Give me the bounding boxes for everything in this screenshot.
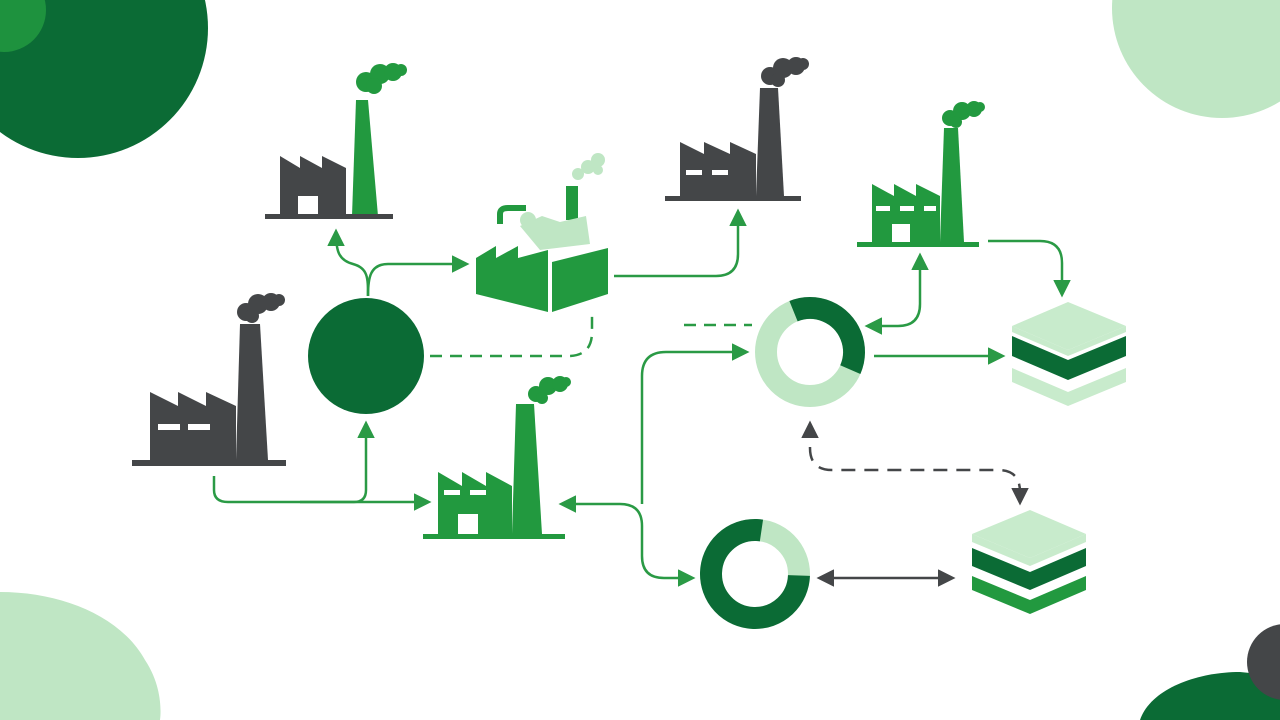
corner-blob-top-right	[1112, 0, 1280, 118]
corner-blob-bottom-left	[0, 592, 161, 720]
stack-1	[1012, 302, 1126, 406]
connector-factory-5-ring-2	[558, 495, 696, 587]
layer-stack-icon	[1012, 368, 1126, 406]
connector-hub-factory-open-dashed	[430, 312, 594, 358]
connector-factory-open-to-factory-2	[614, 208, 747, 278]
factory-4	[857, 101, 985, 247]
smoke-cloud-icon	[528, 376, 571, 404]
stack-2	[972, 510, 1086, 614]
ring-2	[700, 519, 810, 629]
connectors	[212, 208, 1071, 587]
smoke-cloud-icon	[356, 63, 407, 94]
connector-factory-4-to-stack-1	[988, 239, 1071, 298]
connector-hub-to-factory-open	[366, 255, 470, 297]
hub-circle-icon	[308, 298, 424, 414]
factory-1	[265, 63, 407, 219]
smoke-cloud-icon	[942, 101, 985, 128]
connector-factory-3-to-hub	[212, 420, 375, 504]
corner-blob-bottom-right	[1140, 624, 1280, 720]
factory-open	[476, 153, 608, 312]
connector-factory-5-to-ring-1	[640, 343, 750, 504]
layer-stack-icon	[972, 576, 1086, 614]
smoke-cloud-icon	[761, 57, 809, 87]
smoke-cloud-icon	[572, 153, 605, 180]
factory-5	[423, 376, 571, 539]
connector-factory-4-ring-1	[864, 252, 929, 335]
ring-1	[755, 297, 865, 408]
factory-3	[132, 293, 286, 466]
smoke-cloud-icon	[237, 293, 285, 323]
corner-blob-top-left	[0, 0, 208, 158]
factory-2	[665, 57, 809, 201]
connector-hub-to-factory-1	[327, 228, 370, 297]
connector-ring-1-stack-2-dashed	[801, 420, 1029, 506]
